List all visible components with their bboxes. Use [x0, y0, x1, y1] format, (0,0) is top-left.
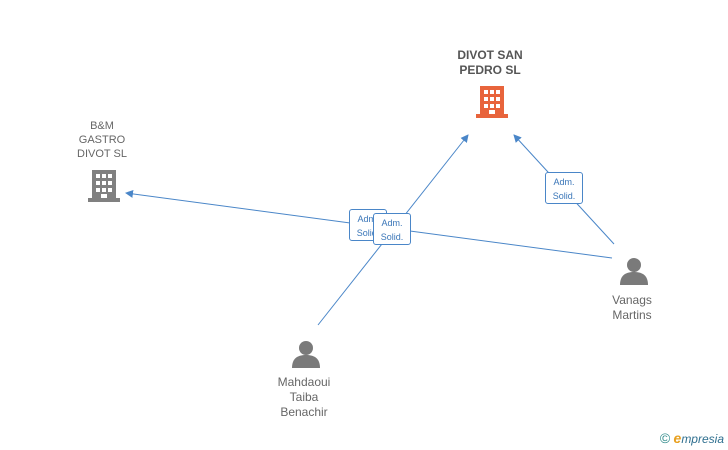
building-icon[interactable]: [476, 86, 508, 118]
copyright-symbol: ©: [659, 430, 671, 446]
person-label-vanags[interactable]: Vanags Martins: [612, 293, 652, 322]
person-icon[interactable]: [620, 258, 648, 285]
brand-initial: e: [673, 430, 682, 446]
person-icon[interactable]: [292, 341, 320, 368]
building-icon[interactable]: [88, 170, 120, 202]
company-label-bm-gastro[interactable]: B&M GASTRO DIVOT SL: [77, 120, 127, 160]
company-label-divot-san-pedro[interactable]: DIVOT SAN PEDRO SL: [457, 48, 523, 77]
brand-logo: © empresia: [660, 430, 724, 446]
edge-label-adm-solid: Adm. Solid.: [373, 213, 411, 245]
person-label-mahdaoui[interactable]: Mahdaoui Taiba Benachir: [277, 375, 331, 419]
brand-name: mpresia: [681, 432, 724, 446]
edge-label-adm-solid: Adm. Solid.: [545, 172, 583, 204]
